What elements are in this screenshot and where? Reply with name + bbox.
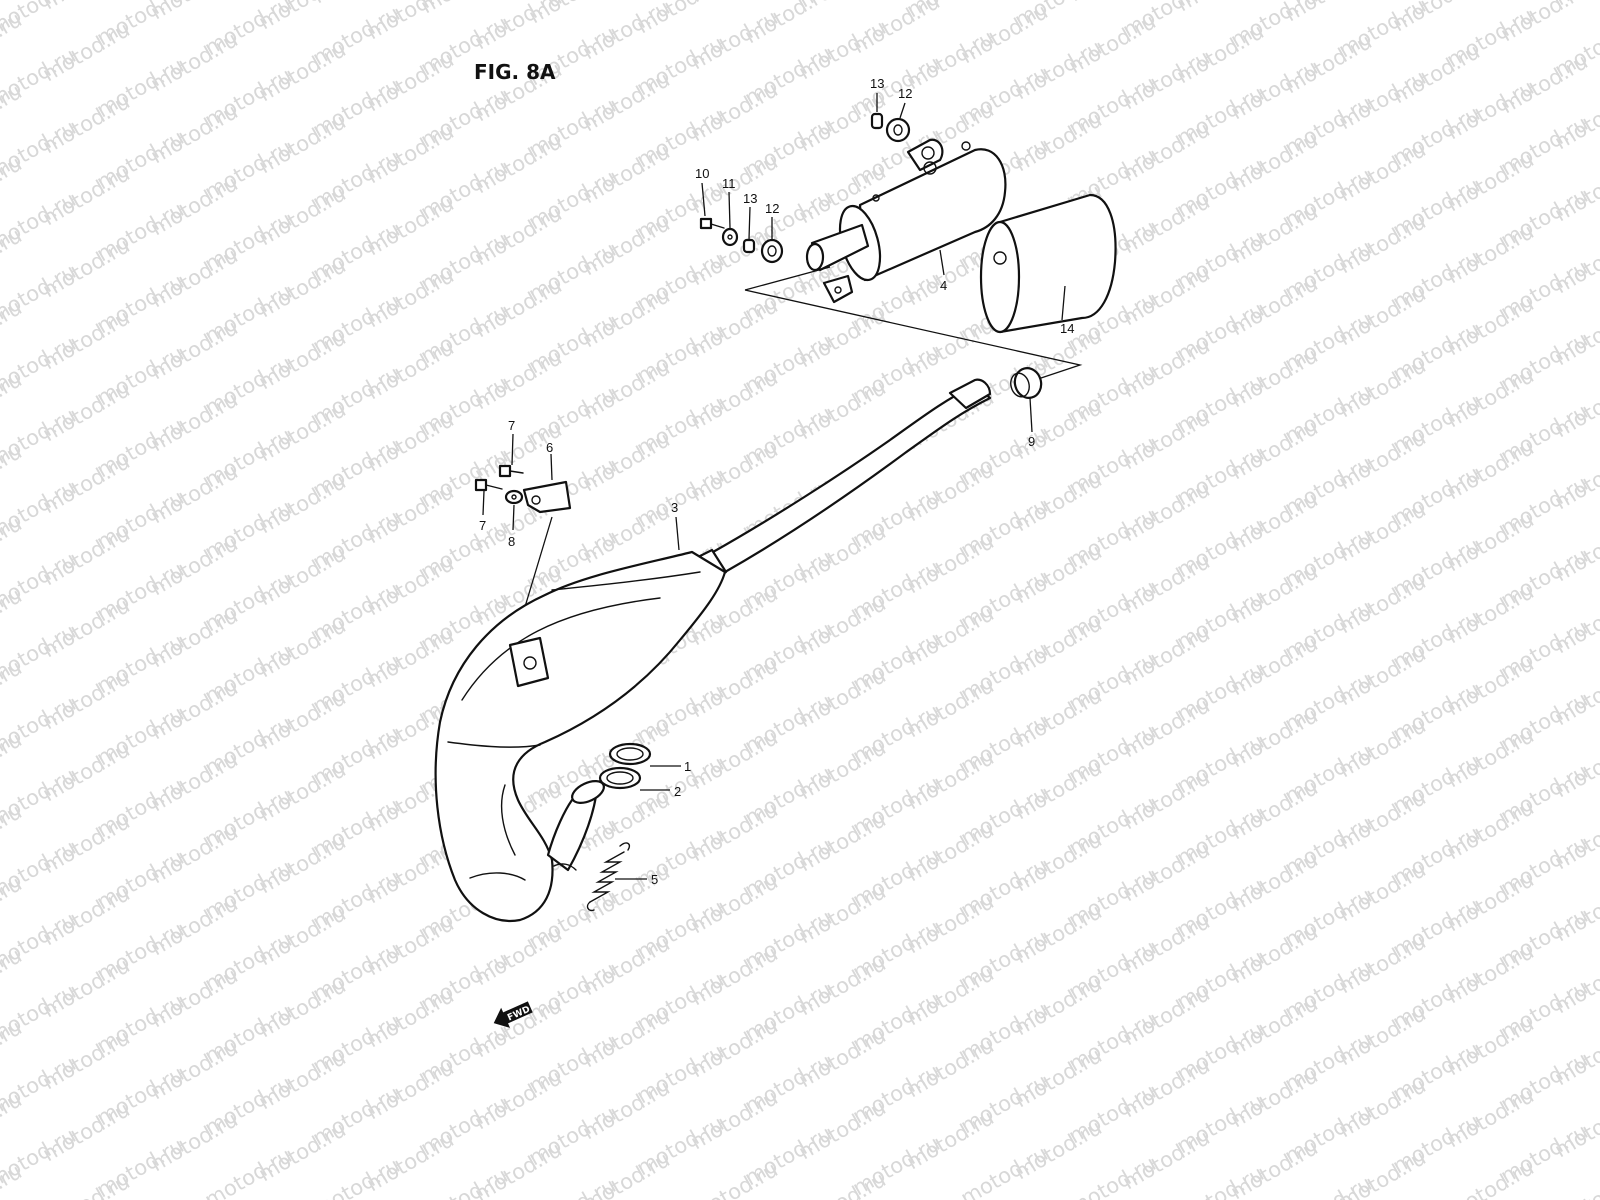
joint-ring [1010, 367, 1043, 399]
callout-13-top: 13 [870, 76, 884, 91]
callout-2: 2 [674, 784, 681, 799]
watermark-text: motod.ru [309, 1153, 404, 1200]
callout-13-front: 13 [743, 191, 757, 206]
gasket-ring-2 [598, 766, 642, 790]
exhaust-pipe [434, 378, 992, 923]
figure-title: FIG. 8A [474, 60, 556, 84]
exhaust-spring [586, 842, 631, 912]
watermark-text: motod.ru [525, 1173, 620, 1200]
bolt-10 [699, 217, 725, 230]
watermark-text: motod.ru [39, 1169, 134, 1200]
watermark-text: motod.ru [1551, 1165, 1600, 1200]
callout-7-upper: 7 [508, 418, 515, 433]
watermark-text: motod.ru [201, 1143, 296, 1200]
callout-9: 9 [1028, 434, 1035, 449]
callout-3: 3 [671, 500, 678, 515]
callout-14: 14 [1060, 321, 1074, 336]
grommet-12-front [760, 238, 784, 264]
callout-1: 1 [684, 759, 691, 774]
callout-11: 11 [722, 176, 736, 191]
mounting-bracket [522, 480, 572, 514]
callout-12-top: 12 [898, 86, 912, 101]
grommet-12-top [885, 117, 911, 143]
callout-10: 10 [695, 166, 709, 181]
collar-13-top [870, 112, 884, 130]
callout-4: 4 [940, 278, 947, 293]
bolt-upper [498, 464, 524, 478]
callout-12-front: 12 [765, 201, 779, 216]
callout-leaders [482, 93, 1066, 880]
washer [504, 489, 524, 505]
callout-5: 5 [651, 872, 658, 887]
silencer [805, 138, 1007, 304]
watermark-text: motod.ru [795, 1167, 890, 1200]
gasket-ring-1 [608, 742, 652, 766]
callout-labels: 13 12 10 11 13 12 4 14 9 7 6 7 8 3 1 2 5 [479, 76, 1074, 887]
collar-13-front [742, 238, 756, 254]
watermark-text: motod.ru [687, 1157, 782, 1200]
washer-11 [721, 227, 739, 247]
bolt-lower [474, 478, 503, 492]
callout-6: 6 [546, 440, 553, 455]
watermark-text: motod.ru [1281, 1171, 1376, 1200]
silencer-packing [979, 193, 1117, 334]
watermark-text: motod.ru [1443, 1155, 1538, 1200]
watermark-text: motod.ru [1065, 1151, 1160, 1200]
callout-8: 8 [508, 534, 515, 549]
callout-7-lower: 7 [479, 518, 486, 533]
